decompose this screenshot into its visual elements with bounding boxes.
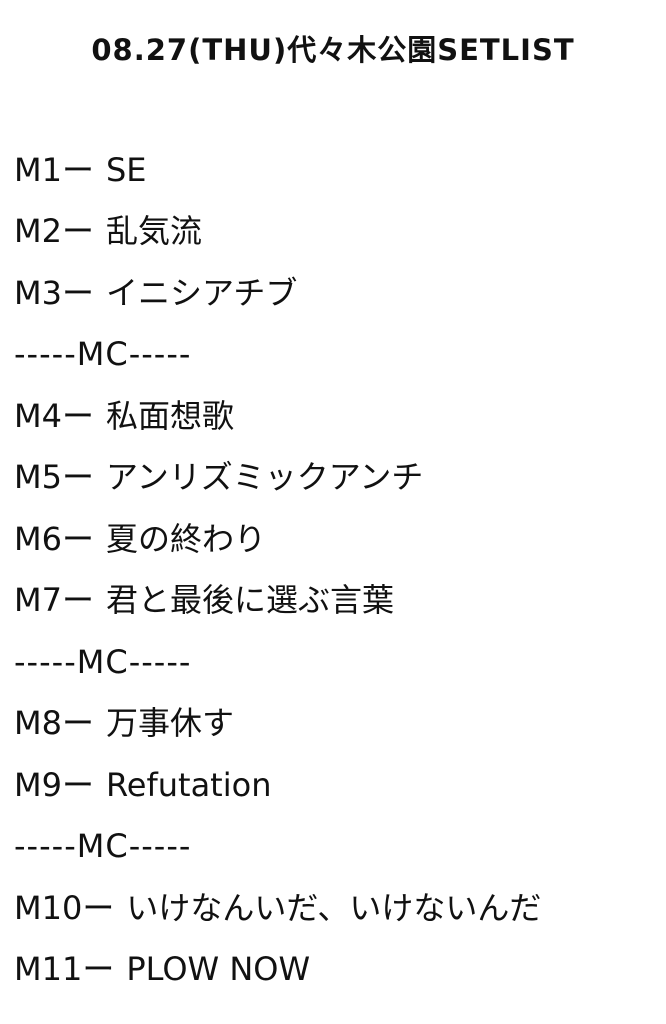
song-separator: ー: [61, 273, 94, 312]
song-separator: ー: [82, 888, 115, 927]
song-separator: ー: [61, 581, 94, 620]
mc-break: -----MC-----: [14, 335, 192, 374]
song-number: M5: [14, 458, 62, 497]
song-title: いけなんいだ、いけないんだ: [126, 888, 542, 927]
song-separator: ー: [82, 950, 115, 989]
song-separator: ー: [61, 765, 94, 804]
song-separator: ー: [61, 519, 94, 558]
song-number: M6: [14, 519, 62, 558]
song-number: M3: [14, 273, 62, 312]
song-separator: ー: [61, 458, 94, 497]
mc-break: -----MC-----: [14, 642, 192, 681]
song-title: 君と最後に選ぶ言葉: [105, 581, 394, 620]
song-separator: ー: [61, 212, 94, 251]
song-title: アンリズミックアンチ: [105, 458, 424, 497]
song-number: M1: [14, 150, 62, 189]
song-title: PLOW NOW: [126, 950, 311, 989]
song-title: Refutation: [105, 765, 272, 804]
song-number: M8: [14, 704, 62, 743]
song-number: M2: [14, 212, 62, 251]
song-title: 夏の終わり: [105, 519, 266, 558]
song-number: M10: [14, 888, 83, 927]
song-title: SE: [105, 150, 147, 189]
song-number: M9: [14, 765, 62, 804]
song-title: 私面想歌: [105, 396, 234, 435]
song-title: 乱気流: [105, 212, 202, 251]
song-number: M11: [14, 950, 83, 989]
mc-break: -----MC-----: [14, 827, 192, 866]
song-number: M4: [14, 396, 62, 435]
song-separator: ー: [61, 150, 94, 189]
page-title: 08.27(THU)代々木公園SETLIST: [91, 33, 575, 67]
song-separator: ー: [61, 396, 94, 435]
song-separator: ー: [61, 704, 94, 743]
song-title: 万事休す: [105, 704, 234, 743]
song-number: M7: [14, 581, 62, 620]
song-title: イニシアチブ: [105, 273, 298, 312]
